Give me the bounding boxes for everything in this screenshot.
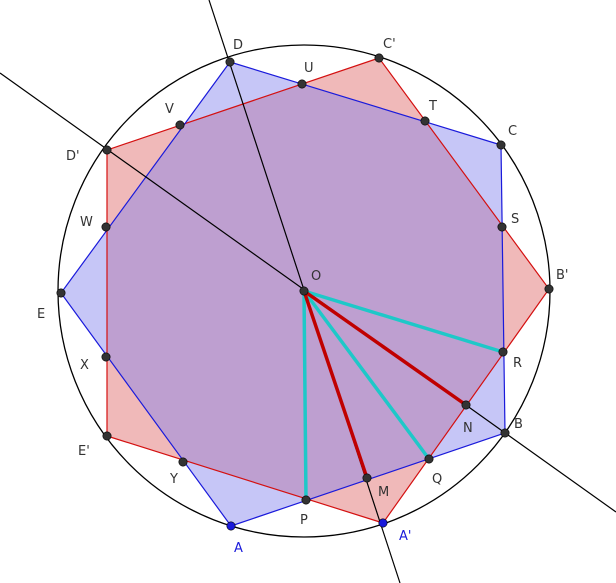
label-p: P [300,513,308,528]
point-v[interactable] [175,120,185,130]
label-e-prime: E' [78,444,90,459]
point-labels: O A A' B B' C C' D D' E E' M N P Q R S T… [37,37,569,556]
point-t[interactable] [420,116,430,126]
point-b[interactable] [500,428,510,438]
point-e-prime[interactable] [102,431,112,441]
label-q: Q [432,472,442,487]
point-e[interactable] [56,288,66,298]
point-q[interactable] [424,454,434,464]
label-a-prime: A' [399,529,411,544]
point-n[interactable] [461,400,471,410]
label-n: N [463,421,473,436]
polygon-red-fill [107,58,549,523]
point-u[interactable] [297,79,307,89]
label-x: X [80,358,89,373]
label-d: D [233,38,243,53]
point-x[interactable] [101,352,111,362]
point-d[interactable] [225,57,235,67]
point-s[interactable] [497,222,507,232]
label-u: U [304,61,314,76]
label-b-prime: B' [556,268,569,283]
point-c[interactable] [496,140,506,150]
label-t: T [428,99,437,114]
segment-on [302,289,468,407]
point-d-prime[interactable] [102,145,112,155]
segment-op [302,290,308,501]
label-c: C [508,124,517,139]
point-a-prime[interactable] [378,518,388,528]
points [56,53,554,531]
label-s: S [511,212,519,227]
label-m: M [378,485,389,500]
segment-oq [302,289,431,461]
point-a[interactable] [226,521,236,531]
point-r[interactable] [498,347,508,357]
label-y: Y [169,472,178,487]
label-c-prime: C' [383,37,396,52]
point-b-prime[interactable] [544,284,554,294]
label-b: B [514,417,523,432]
label-a: A [234,541,243,556]
point-p[interactable] [301,495,311,505]
point-w[interactable] [101,222,111,232]
point-y[interactable] [178,457,188,467]
point-c-prime[interactable] [374,53,384,63]
segment-om [302,290,369,479]
label-e: E [37,307,45,322]
label-r: R [513,356,522,371]
polygon-blue-outline [60,61,506,527]
label-v: V [165,102,174,117]
point-m[interactable] [362,473,372,483]
label-w: W [80,215,93,230]
label-d-prime: D' [66,149,80,164]
segment-or [303,289,504,354]
label-o: O [311,269,321,284]
point-o[interactable] [299,286,309,296]
